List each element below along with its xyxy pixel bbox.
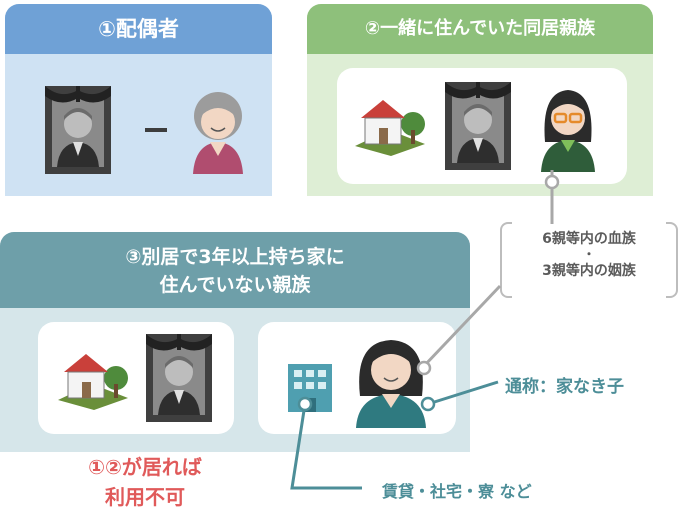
- cohabiting-relatives-title: ②一緒に住んでいた同居親族: [307, 4, 653, 54]
- separate-relatives-title-line1: ③別居で3年以上持ち家に: [125, 246, 345, 268]
- separate-relatives-title: ③別居で3年以上持ち家に 住んでいない親族: [0, 232, 470, 308]
- nickname-label: 通称：家なき子: [505, 377, 624, 397]
- relation-range-box: 6親等内の血族 ・ 3親等内の姻族: [500, 222, 678, 298]
- cohabiting-card: [337, 68, 627, 184]
- separate-relatives-panel: ③別居で3年以上持ち家に 住んでいない親族: [0, 232, 470, 452]
- memorial-portrait-icon: [445, 82, 511, 170]
- bracket-right: [666, 222, 678, 298]
- dash-connector: [145, 128, 167, 132]
- usage-note: ①②が居れば 利用不可: [50, 452, 240, 512]
- housing-label: 賃貸・社宅・寮 など: [382, 482, 532, 501]
- spouse-panel: ①配偶者: [5, 4, 272, 196]
- bracket-left: [500, 222, 512, 298]
- renter-card: [258, 322, 456, 434]
- separate-relatives-title-line2: 住んでいない親族: [159, 274, 311, 296]
- memorial-portrait-icon: [146, 334, 212, 422]
- usage-note-line2: 利用不可: [105, 485, 185, 509]
- usage-note-line1: ①②が居れば: [88, 455, 202, 479]
- house-icon: [54, 348, 132, 410]
- apartment-building-icon: [286, 362, 334, 414]
- cohabiting-relatives-panel: ②一緒に住んでいた同居親族: [307, 4, 653, 196]
- young-woman-icon: [346, 332, 436, 428]
- spouse-panel-title: ①配偶者: [5, 4, 272, 54]
- relation-separator: ・: [582, 247, 595, 261]
- woman-glasses-icon: [533, 82, 603, 172]
- memorial-portrait-icon: [45, 86, 111, 174]
- elderly-woman-icon: [185, 86, 251, 174]
- house-icon: [351, 94, 429, 156]
- homeowner-card: [38, 322, 234, 434]
- relation-blood-kin: 6親等内の血族: [542, 231, 636, 247]
- relation-in-laws: 3親等内の姻族: [542, 263, 636, 279]
